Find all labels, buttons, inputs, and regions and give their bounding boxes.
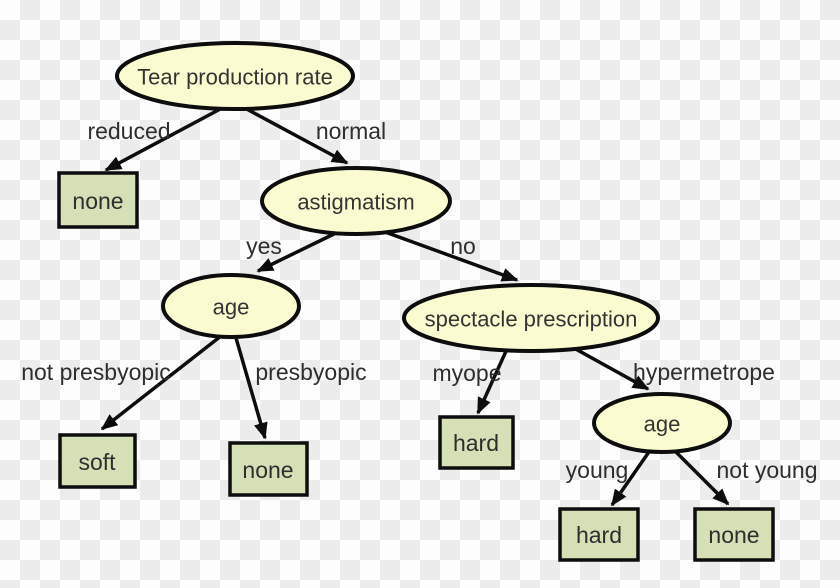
node-age-right-shape: [592, 392, 732, 454]
leaf-none-reduced-shape: [57, 171, 139, 229]
edge-root-to-none: [104, 105, 225, 172]
leaf-none-reduced: none: [57, 171, 139, 229]
leaf-none-not-young-label: none: [708, 522, 759, 548]
leaf-none-not-young: none: [693, 507, 775, 562]
leaf-soft: soft: [58, 433, 137, 489]
node-tear-production-rate-label: Tear production rate: [137, 65, 333, 90]
edge-astigmatism-to-age: [256, 230, 339, 273]
node-age-right-label: age: [644, 412, 681, 437]
edge-astigmatism-to-spectacle: [376, 227, 519, 282]
node-astigmatism-label: astigmatism: [297, 190, 414, 215]
edge-label-not-presbyopic: not presbyopic: [21, 359, 171, 385]
edge-label-hypermetrope: hypermetrope: [633, 359, 775, 385]
leaf-none-not-young-shape: [693, 507, 775, 562]
edge-label-not-young: not young: [716, 457, 817, 483]
leaf-soft-label: soft: [78, 449, 116, 475]
edge-label-presbyopic: presbyopic: [255, 359, 366, 385]
edge-age-to-soft: [100, 334, 223, 431]
edge-label-reduced: reduced: [87, 118, 170, 144]
edge-label-no: no: [450, 233, 476, 259]
node-astigmatism-shape: [260, 166, 452, 236]
leaf-hard-young: hard: [558, 507, 640, 562]
node-age-left: age: [161, 273, 301, 339]
node-age-right: age: [592, 392, 732, 454]
edge-label-myope: myope: [432, 360, 501, 386]
leaf-hard-young-shape: [558, 507, 640, 562]
edge-label-young: young: [566, 457, 629, 483]
leaf-hard-myope: hard: [438, 415, 515, 470]
leaf-none-reduced-label: none: [72, 188, 123, 214]
node-spectacle-prescription-label: spectacle prescription: [425, 307, 638, 332]
edge-root-to-astigmatism: [240, 104, 349, 165]
node-spectacle-prescription-shape: [402, 283, 660, 353]
leaf-none-presbyopic: none: [228, 441, 309, 497]
node-tear-production-rate: Tear production rate: [115, 41, 355, 111]
node-spectacle-prescription: spectacle prescription: [402, 283, 660, 353]
leaf-hard-myope-label: hard: [453, 430, 499, 456]
edge-age-to-hard: [610, 447, 653, 507]
edge-age-to-none-bottom: [671, 447, 730, 506]
leaf-none-presbyopic-label: none: [242, 457, 293, 483]
edge-age-to-none: [234, 337, 268, 440]
edge-spectacle-to-age: [571, 345, 650, 391]
node-age-left-shape: [161, 273, 301, 339]
leaf-hard-myope-shape: [438, 415, 515, 470]
leaf-none-presbyopic-shape: [228, 441, 309, 497]
leaf-soft-shape: [58, 433, 137, 489]
node-astigmatism: astigmatism: [260, 166, 452, 236]
leaf-hard-young-label: hard: [576, 522, 622, 548]
node-tear-production-rate-shape: [115, 41, 355, 111]
edge-label-normal: normal: [316, 118, 386, 144]
edge-spectacle-to-hard: [476, 348, 509, 415]
node-age-left-label: age: [213, 295, 250, 320]
edge-label-yes: yes: [246, 233, 282, 259]
